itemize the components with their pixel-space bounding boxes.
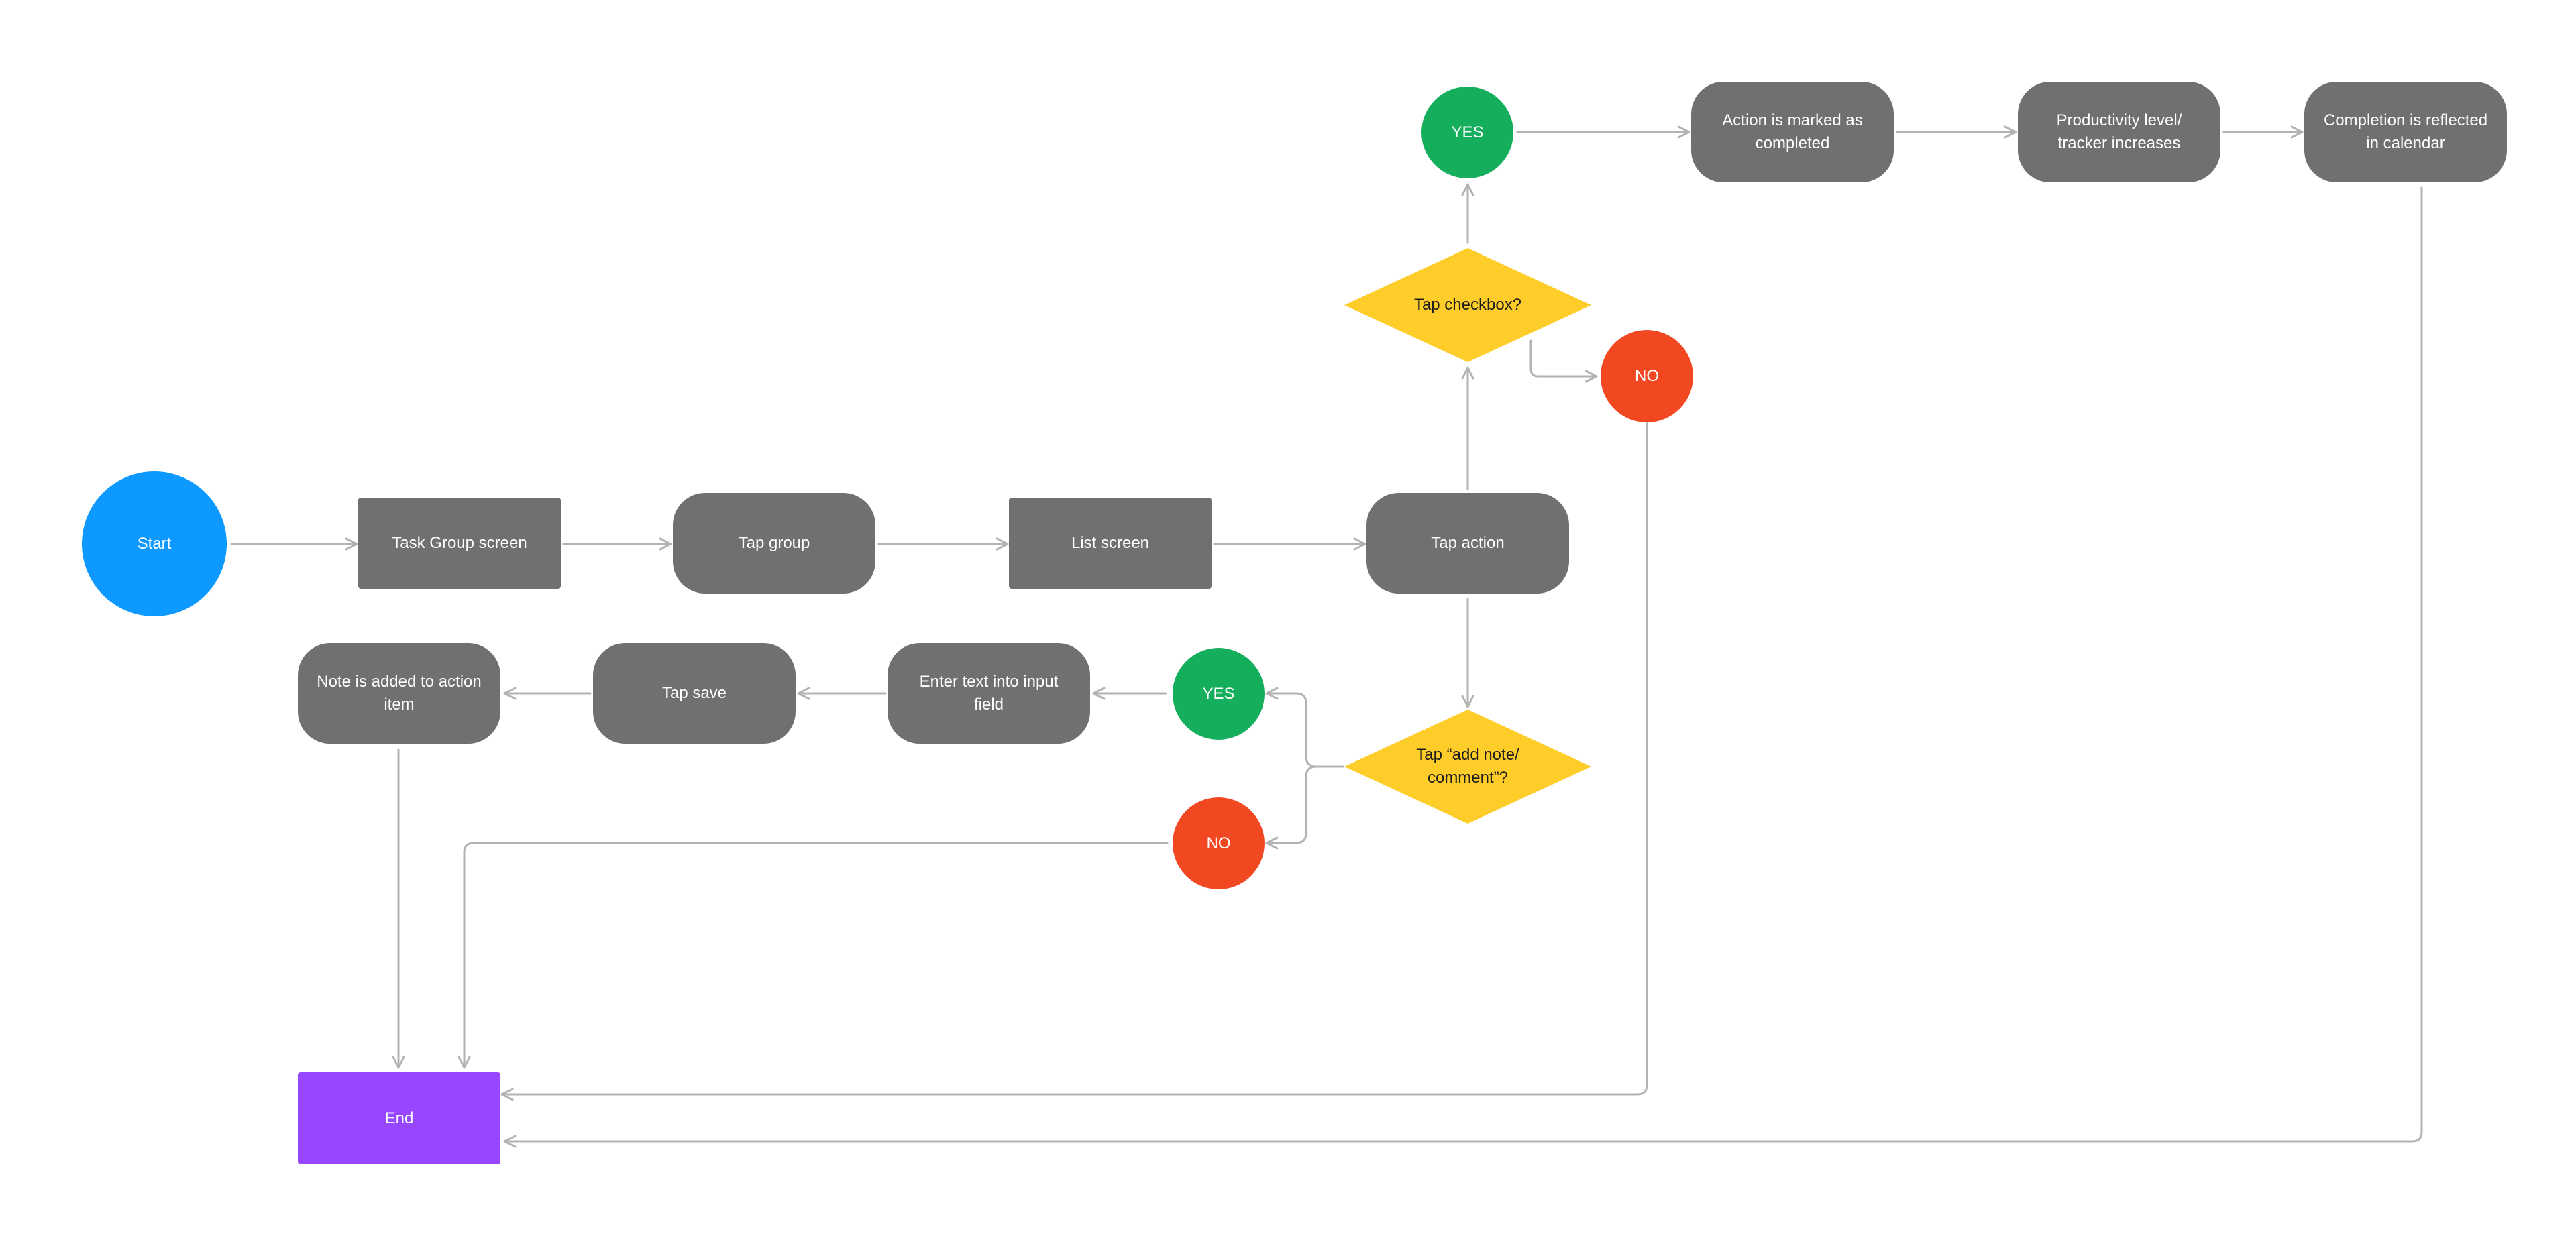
action-marked-node[interactable]: Action is marked as completed	[1691, 82, 1894, 182]
yes-bottom-node[interactable]: YES	[1173, 648, 1265, 740]
completion-node[interactable]: Completion is reflected in calendar	[2304, 82, 2507, 182]
end-node[interactable]: End	[298, 1072, 500, 1164]
connector-no-top-to-end	[500, 420, 1648, 1101]
no-bottom-node[interactable]: NO	[1173, 797, 1265, 889]
productivity-node[interactable]: Productivity level/ tracker increases	[2018, 82, 2220, 182]
no-top-node[interactable]: NO	[1601, 330, 1693, 422]
list-screen-node[interactable]: List screen	[1009, 498, 1212, 589]
enter-text-node[interactable]: Enter text into input field	[888, 643, 1090, 744]
connector-no-bottom-to-end	[458, 842, 1169, 1069]
connector-tap-add-note-to-no	[1265, 765, 1344, 850]
task-group-screen-node[interactable]: Task Group screen	[358, 498, 561, 589]
start-node[interactable]: Start	[82, 471, 227, 616]
tap-checkbox-label[interactable]: Tap checkbox?	[1413, 296, 1522, 314]
tap-group-node[interactable]: Tap group	[673, 493, 875, 594]
connector-tap-add-note-to-yes	[1265, 687, 1344, 768]
decision-diamond-add-note	[1344, 710, 1591, 824]
tap-action-node[interactable]: Tap action	[1366, 493, 1569, 594]
tap-add-note-label[interactable]: Tap “add note/ comment”?	[1416, 746, 1519, 787]
connector-tap-checkbox-to-no	[1529, 339, 1598, 383]
decision-diamond-checkbox	[1344, 248, 1591, 362]
note-added-node[interactable]: Note is added to action item	[298, 643, 500, 744]
yes-top-node[interactable]: YES	[1421, 87, 1513, 178]
tap-save-node[interactable]: Tap save	[593, 643, 796, 744]
connector-completion-to-end	[503, 186, 2423, 1148]
